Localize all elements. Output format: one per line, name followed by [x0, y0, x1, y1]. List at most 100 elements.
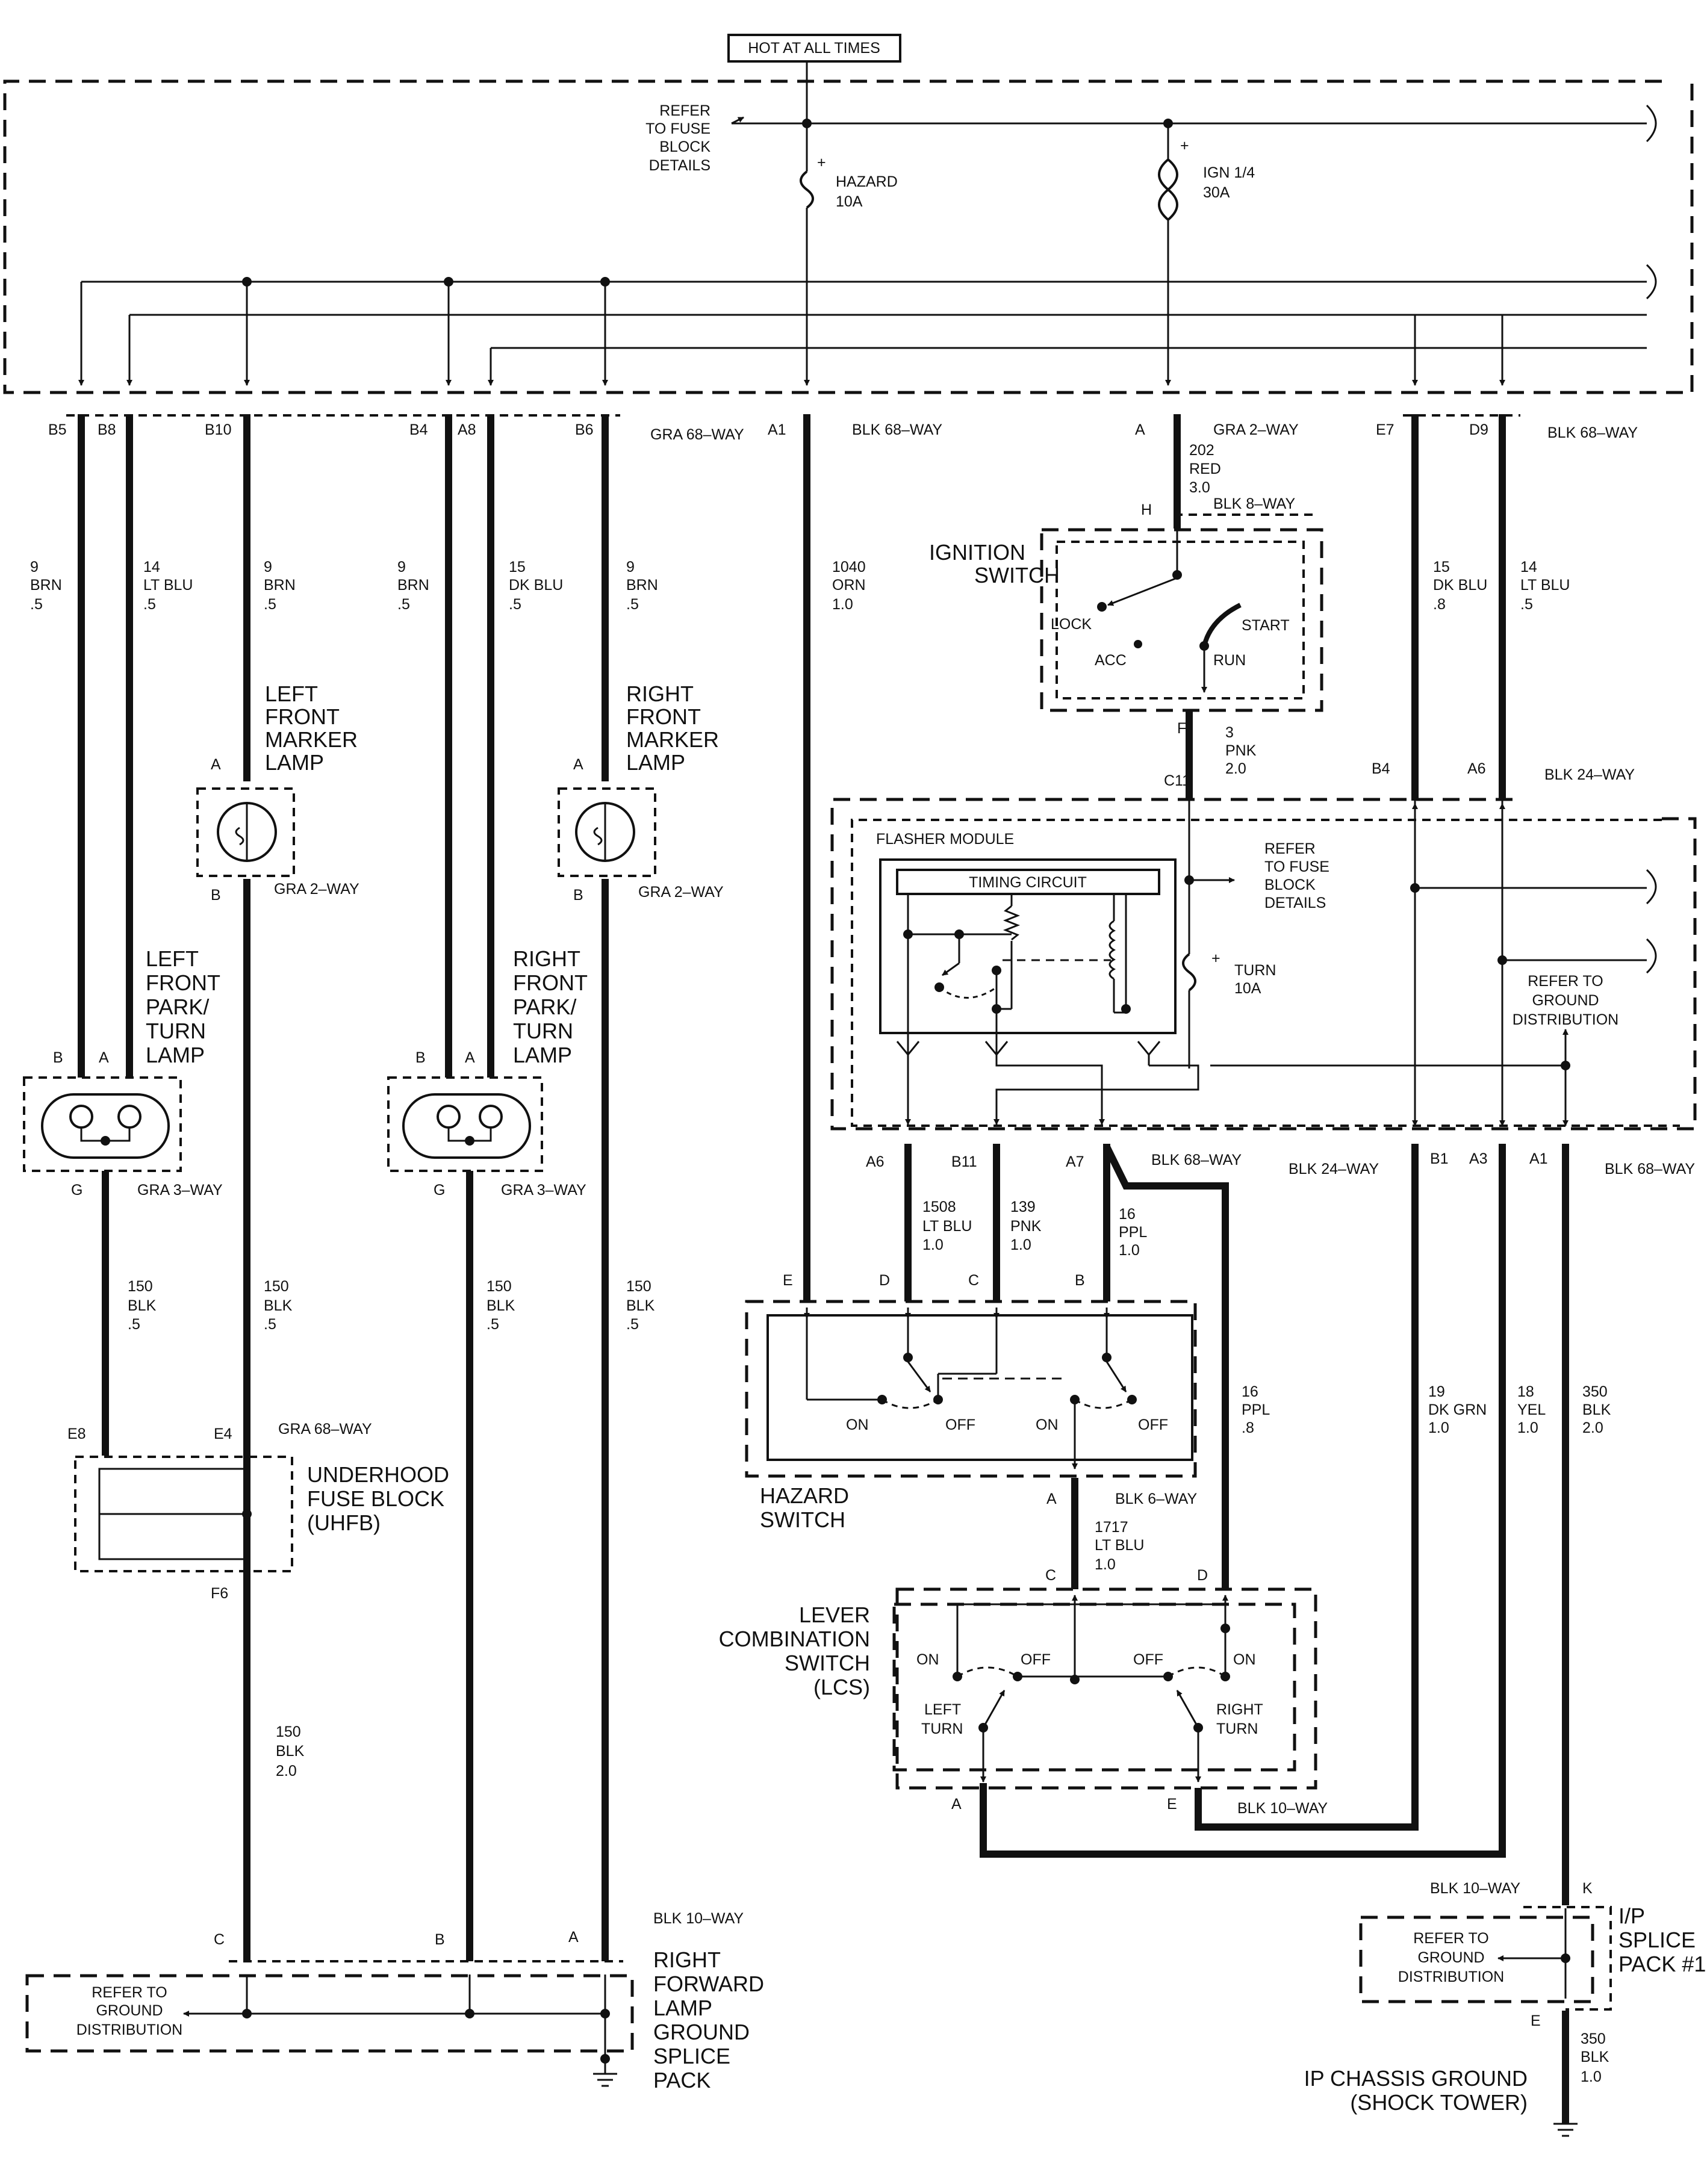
fuse-block-outputs	[78, 282, 1505, 386]
svg-text:.5: .5	[626, 596, 639, 613]
right-front-marker-lamp: A B GRA 2–WAY RIGHT FRONT MARKER LAMP	[558, 681, 724, 904]
svg-text:LT BLU: LT BLU	[1520, 577, 1570, 594]
svg-text:B5: B5	[48, 421, 67, 438]
svg-text:GROUND: GROUND	[1532, 992, 1599, 1009]
wire-e7-dkblu: 15 DK BLU .8 B4	[1372, 414, 1487, 801]
svg-text:B: B	[573, 887, 583, 904]
svg-text:1.0: 1.0	[1119, 1242, 1140, 1259]
svg-text:30A: 30A	[1203, 184, 1230, 201]
svg-text:.5: .5	[509, 596, 521, 613]
svg-text:B: B	[435, 1931, 445, 1948]
svg-text:BRN: BRN	[30, 577, 62, 594]
wire-b10-brn: 9 BRN .5	[243, 414, 296, 781]
svg-text:TIMING CIRCUIT: TIMING CIRCUIT	[969, 874, 1087, 891]
svg-text:ON: ON	[1233, 1651, 1256, 1668]
svg-text:BLK: BLK	[264, 1297, 293, 1314]
svg-text:UNDERHOOD: UNDERHOOD	[307, 1462, 449, 1487]
svg-text:1.0: 1.0	[1581, 2068, 1602, 2085]
svg-text:BLOCK: BLOCK	[659, 138, 710, 155]
svg-text:BLK: BLK	[1582, 1401, 1611, 1418]
svg-text:SWITCH: SWITCH	[785, 1651, 870, 1675]
svg-text:.8: .8	[1242, 1419, 1254, 1436]
svg-text:BLK 68–WAY: BLK 68–WAY	[1605, 1161, 1695, 1177]
svg-text:LT BLU: LT BLU	[922, 1218, 972, 1235]
svg-text:C: C	[214, 1931, 225, 1948]
svg-text:RED: RED	[1189, 461, 1221, 477]
wire-350-ground: 350 BLK 1.0 IP CHASSIS GROUND (SHOCK TOW…	[1304, 2011, 1609, 2137]
svg-text:A6: A6	[866, 1153, 885, 1170]
svg-text:A: A	[1046, 1491, 1057, 1507]
svg-text:9: 9	[264, 559, 272, 575]
svg-text:DETAILS: DETAILS	[1264, 895, 1326, 911]
svg-text:BLK 8–WAY: BLK 8–WAY	[1213, 495, 1295, 512]
svg-text:LEFT: LEFT	[146, 946, 199, 971]
svg-text:BRN: BRN	[397, 577, 429, 594]
svg-text:A: A	[99, 1049, 109, 1066]
svg-text:C: C	[968, 1272, 979, 1289]
svg-text:YEL: YEL	[1517, 1401, 1546, 1418]
svg-text:HAZARD: HAZARD	[836, 173, 898, 190]
svg-text:D: D	[1197, 1567, 1208, 1584]
svg-text:.5: .5	[264, 1316, 276, 1333]
svg-text:1.0: 1.0	[1517, 1419, 1538, 1436]
svg-text:IGNITION: IGNITION	[929, 540, 1025, 565]
svg-text:LAMP: LAMP	[626, 750, 685, 775]
svg-text:I/P: I/P	[1618, 1903, 1645, 1928]
svg-text:TO FUSE: TO FUSE	[645, 120, 710, 137]
svg-text:BLK 68–WAY: BLK 68–WAY	[852, 421, 942, 438]
svg-text:HAZARD: HAZARD	[760, 1483, 849, 1508]
svg-text:K: K	[1582, 1880, 1593, 1897]
wire-150-lf-park: 150 BLK .5	[102, 1171, 157, 1456]
svg-text:GRA 2–WAY: GRA 2–WAY	[1213, 421, 1299, 438]
svg-text:.8: .8	[1433, 596, 1446, 613]
svg-text:18: 18	[1517, 1383, 1534, 1400]
svg-text:1040: 1040	[832, 559, 866, 575]
svg-text:B6: B6	[575, 421, 594, 438]
svg-text:BLK 24–WAY: BLK 24–WAY	[1544, 766, 1635, 783]
wire-b6-brn: 9 BRN .5	[602, 414, 658, 781]
svg-text:A6: A6	[1467, 760, 1486, 777]
wire-19-dkgrn: 19 DK GRN 1.0	[1428, 1383, 1487, 1436]
svg-text:DISTRIBUTION: DISTRIBUTION	[1513, 1011, 1618, 1028]
svg-text:A1: A1	[1529, 1150, 1548, 1167]
svg-text:PNK: PNK	[1010, 1218, 1042, 1235]
hazard-fuse: + HAZARD 10A	[800, 123, 898, 386]
wire-150-rf-marker: 150 BLK .5	[626, 1278, 655, 1333]
svg-text:+: +	[1211, 950, 1220, 967]
wire-202-red: 202 RED 3.0	[1174, 414, 1221, 529]
svg-text:139: 139	[1010, 1199, 1036, 1215]
svg-text:BLK 68–WAY: BLK 68–WAY	[1547, 424, 1638, 441]
svg-text:2.0: 2.0	[276, 1763, 297, 1779]
svg-text:16: 16	[1242, 1383, 1258, 1400]
svg-text:BLOCK: BLOCK	[1264, 876, 1316, 893]
svg-text:RUN: RUN	[1213, 652, 1246, 669]
svg-text:PPL: PPL	[1242, 1401, 1270, 1418]
wire-18-yel: 18 YEL 1.0	[1517, 1383, 1546, 1436]
svg-text:1.0: 1.0	[922, 1236, 944, 1253]
svg-text:TURN: TURN	[1234, 962, 1276, 979]
svg-text:A: A	[211, 756, 221, 773]
wire-d9-ltblu: 14 LT BLU .5 A6 BLK 24–WAY	[1467, 414, 1635, 801]
svg-text:150: 150	[264, 1278, 289, 1295]
svg-text:GRA 3–WAY: GRA 3–WAY	[137, 1182, 223, 1199]
ground-splice-pack: C B A BLK 10–WAY REFER TO GROUND DISTRIB…	[25, 1910, 764, 2092]
svg-text:OFF: OFF	[1138, 1416, 1168, 1433]
svg-text:RIGHT: RIGHT	[626, 681, 694, 706]
svg-text:FORWARD: FORWARD	[653, 1971, 764, 1996]
svg-text:G: G	[71, 1182, 82, 1199]
wire-1508-ltblu: 1508 LT BLU 1.0	[904, 1144, 972, 1301]
svg-text:1717: 1717	[1095, 1519, 1128, 1536]
svg-text:COMBINATION: COMBINATION	[719, 1627, 870, 1651]
svg-text:PPL: PPL	[1119, 1224, 1147, 1241]
ip-splice-pack: BLK 10–WAY K REFER TO GROUND DISTRIBUTIO…	[1359, 1880, 1706, 2029]
wire-lcs-turn-loops	[980, 1144, 1506, 1858]
svg-text:LAMP: LAMP	[146, 1043, 205, 1067]
svg-text:A: A	[1135, 421, 1145, 438]
svg-text:LAMP: LAMP	[265, 750, 324, 775]
svg-text:MARKER: MARKER	[626, 727, 719, 752]
svg-text:GROUND: GROUND	[96, 2002, 163, 2019]
svg-text:.5: .5	[143, 596, 156, 613]
connector-strip-top	[66, 414, 1520, 516]
hot-at-all-times-label: HOT AT ALL TIMES	[727, 34, 901, 63]
